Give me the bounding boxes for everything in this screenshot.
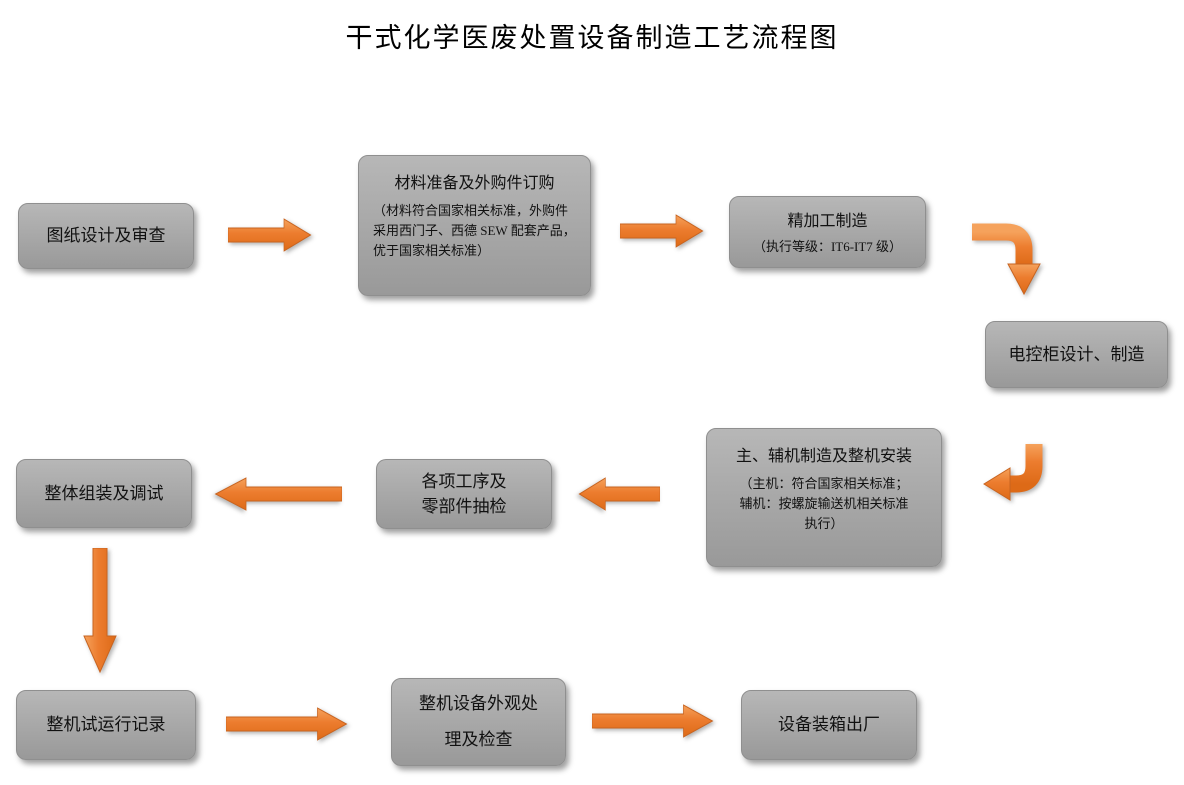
node-label: 设备装箱出厂 (778, 715, 880, 735)
node-shipping: 设备装箱出厂 (741, 690, 917, 760)
node-precision-machining: 精加工制造 （执行等级：IT6-IT7 级） (729, 196, 926, 268)
arrow-trial-to-appearance-icon (226, 707, 348, 741)
arrow-overall-to-trial-down-icon (81, 548, 119, 674)
node-note: （主机：符合国家相关标准； 辅机：按螺旋输送机相关标准 执行） (739, 476, 909, 532)
arrow-assembly-to-inspection-icon (578, 477, 660, 511)
arrow-design-to-materials-icon (228, 218, 312, 252)
arrow-appearance-to-shipping-icon (592, 704, 714, 738)
node-label: 图纸设计及审查 (46, 226, 166, 246)
node-label: 主、辅机制造及整机安装 (735, 448, 912, 465)
arrow-inspection-to-overall-icon (214, 477, 342, 511)
node-label: 精加工制造 (787, 212, 868, 230)
node-label: 各项工序及 零部件抽检 (421, 471, 507, 517)
node-control-cabinet: 电控柜设计、制造 (985, 321, 1168, 388)
node-overall-assembly: 整体组装及调试 (16, 459, 192, 528)
node-trial-run-record: 整机试运行记录 (16, 690, 196, 760)
node-label: 整机设备外观处理及检查 (419, 694, 538, 749)
node-note: （材料符合国家相关标准，外购件采用西门子、西德 SEW 配套产品，优于国家相关标… (373, 203, 576, 259)
arrow-machining-to-cabinet-bend-icon (968, 212, 1046, 296)
node-drawing-design: 图纸设计及审查 (18, 203, 194, 269)
node-label: 整体组装及调试 (44, 483, 164, 503)
node-material-prep: 材料准备及外购件订购 （材料符合国家相关标准，外购件采用西门子、西德 SEW 配… (358, 155, 591, 296)
node-label: 电控柜设计、制造 (1008, 344, 1145, 364)
node-main-aux-assembly: 主、辅机制造及整机安装 （主机：符合国家相关标准； 辅机：按螺旋输送机相关标准 … (706, 428, 942, 567)
arrow-cabinet-to-assembly-bend-icon (982, 440, 1050, 518)
page-title: 干式化学医废处置设备制造工艺流程图 (345, 23, 839, 53)
node-appearance-check: 整机设备外观处理及检查 (391, 678, 566, 766)
node-process-sampling: 各项工序及 零部件抽检 (376, 459, 552, 529)
node-label: 整机试运行记录 (46, 715, 166, 735)
node-label: 材料准备及外购件订购 (394, 175, 555, 192)
node-note: （执行等级：IT6-IT7 级） (752, 238, 903, 254)
arrow-materials-to-machining-icon (620, 214, 704, 248)
